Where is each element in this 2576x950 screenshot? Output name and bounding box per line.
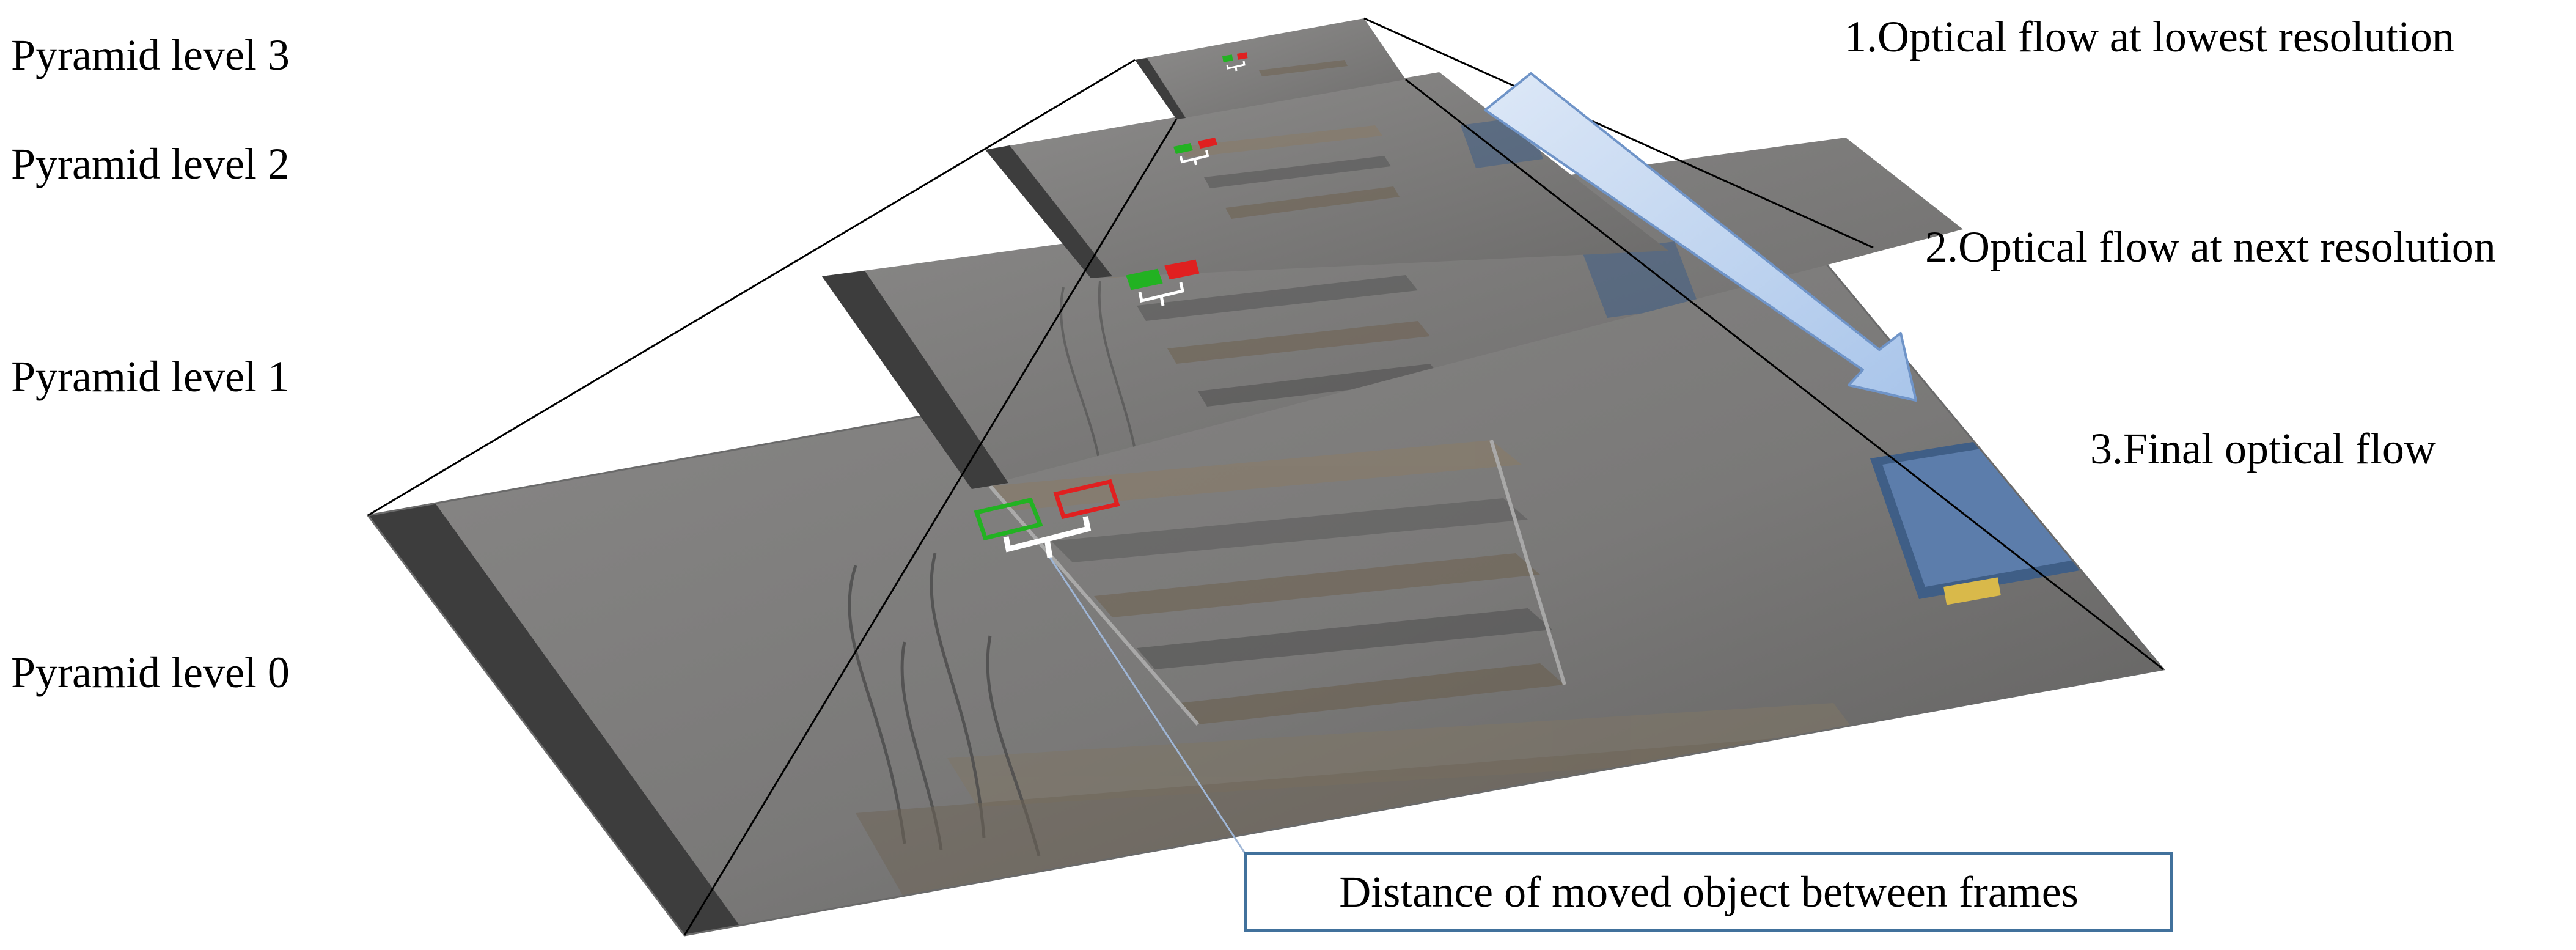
distance-callout-box: Distance of moved object between frames <box>1244 852 2173 932</box>
pyramid-level-3-label: Pyramid level 3 <box>11 31 290 79</box>
step-2-label: 2.Optical flow at next resolution <box>1925 223 2496 271</box>
pyramid-level-2-label: Pyramid level 2 <box>11 139 290 188</box>
flow-marker-level-0 <box>974 479 1246 853</box>
step-3-label: 3.Final optical flow <box>2090 424 2436 473</box>
scene-shelf-rack <box>947 440 1870 807</box>
callout-leader-line <box>1049 557 1246 853</box>
pyramid-level-1-label: Pyramid level 1 <box>11 352 290 401</box>
displacement-bracket-level-0 <box>1003 516 1092 558</box>
flow-marker-level-2 <box>1173 138 1217 166</box>
pyramid-level-0-label: Pyramid level 0 <box>11 648 290 697</box>
flow-marker-level-1 <box>1126 259 1200 306</box>
coarse-to-fine-arrow <box>1484 72 1917 402</box>
flow-marker-level-3 <box>1222 52 1248 72</box>
pyramid-frame-level-3 <box>1135 18 1406 119</box>
step-1-label: 1.Optical flow at lowest resolution <box>1844 12 2454 61</box>
pyramid-edges <box>367 17 2164 936</box>
distance-callout-text: Distance of moved object between frames <box>1339 867 2079 916</box>
